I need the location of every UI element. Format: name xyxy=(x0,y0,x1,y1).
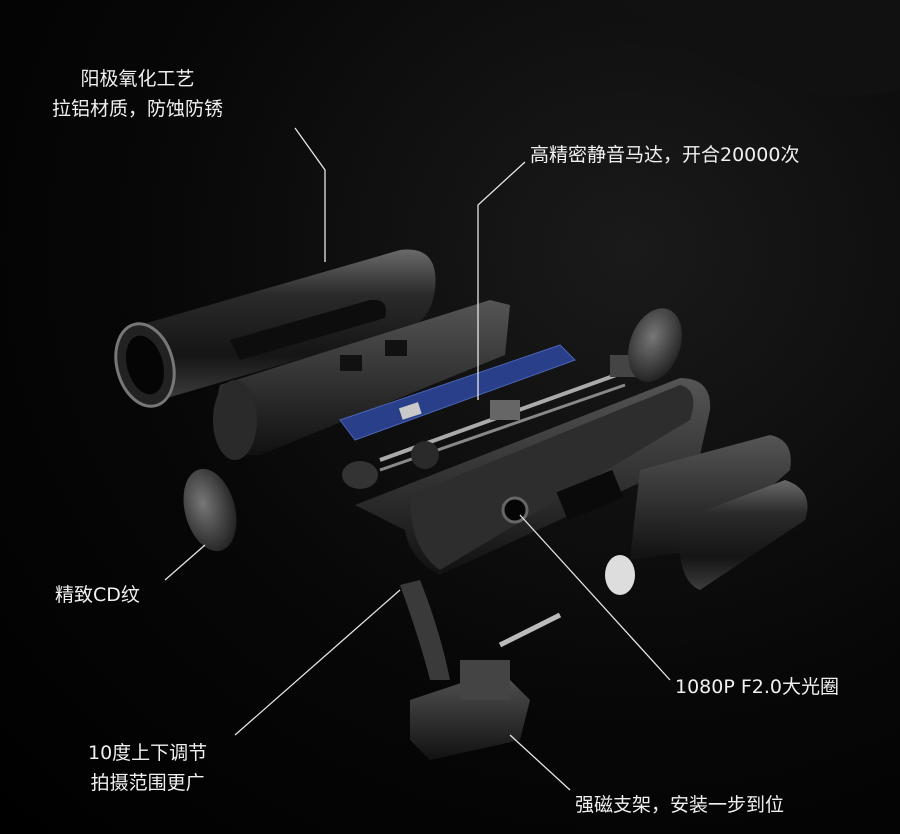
callout-anodized-line1: 阳极氧化工艺 xyxy=(80,68,195,90)
aluminum-tube xyxy=(114,249,436,408)
front-housing xyxy=(355,378,711,575)
right-end-disc xyxy=(628,308,682,382)
pcb-board xyxy=(339,344,576,441)
callout-motor: 高精密静音马达，开合20000次 xyxy=(530,144,800,166)
callout-cd-texture: 精致CD纹 xyxy=(55,584,140,606)
cd-texture-disc xyxy=(183,468,237,552)
callout-anodized-line2: 拉铝材质，防蚀防锈 xyxy=(52,98,224,120)
callout-lines xyxy=(164,127,671,791)
callout-aperture: 1080P F2.0大光圈 xyxy=(675,676,839,698)
callout-magnetic-mount: 强磁支架，安装一步到位 xyxy=(575,794,785,816)
screw xyxy=(498,612,562,648)
callout-tilt-line1: 10度上下调节 xyxy=(88,742,208,764)
motor-assembly xyxy=(342,355,638,489)
inner-housing xyxy=(213,300,510,460)
callout-tilt-line2: 拍摄范围更广 xyxy=(90,772,205,794)
tilt-arm xyxy=(400,580,450,680)
side-cover xyxy=(605,435,808,595)
magnetic-mount xyxy=(410,660,530,760)
background-swoosh xyxy=(620,0,900,96)
callout-tilt: 10度上下调节 拍摄范围更广 xyxy=(88,738,207,798)
callout-anodized: 阳极氧化工艺 拉铝材质，防蚀防锈 xyxy=(52,64,223,124)
